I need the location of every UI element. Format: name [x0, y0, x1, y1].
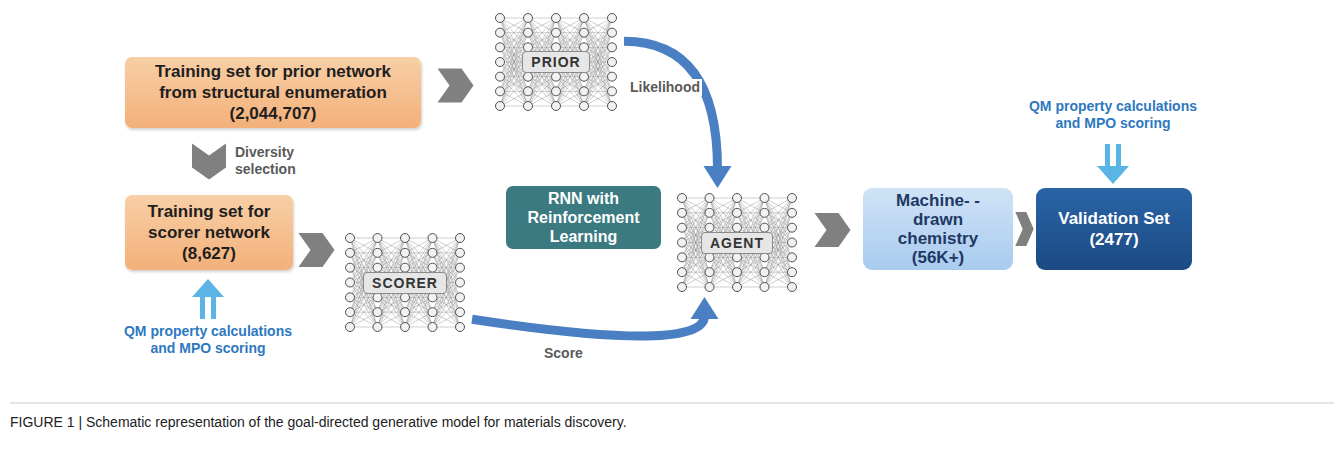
neural-network: PRIOR: [490, 10, 622, 114]
edge-label: Score: [542, 345, 585, 362]
training-set-box: Training set for scorer network(8,627): [125, 195, 293, 270]
curve-line: [624, 41, 718, 169]
chevron-arrow: [1015, 212, 1033, 246]
qm-down-arrow: [1097, 144, 1129, 184]
box-text: (8,627): [182, 243, 236, 264]
chevron-shape: [192, 144, 226, 180]
chevron-arrow: [438, 69, 474, 103]
neural-network: AGENT: [672, 190, 802, 295]
edge-label: Diversity selection: [233, 144, 317, 178]
network-label: AGENT: [701, 232, 773, 254]
chevron-shape: [438, 69, 474, 103]
chevron-shape: [1015, 212, 1033, 246]
chevron-shape: [815, 213, 851, 247]
curved-arrow: [624, 41, 732, 188]
box-text: (56K+): [912, 248, 964, 267]
box-text: Training set for prior network from stru…: [135, 61, 411, 103]
network-label: SCORER: [363, 272, 447, 294]
arrow-head: [704, 166, 732, 188]
chevron-arrow: [299, 233, 335, 267]
arrow-head: [691, 297, 719, 319]
box-text: Training set for scorer network: [135, 201, 283, 243]
box-text: RNN with Reinforcement Learning: [514, 189, 653, 246]
box-text: Machine- -drawn chemistry: [879, 191, 997, 248]
edge-label: Likelihood: [628, 79, 702, 96]
output-box: Machine- -drawn chemistry(56K+): [863, 188, 1013, 270]
network-label: PRIOR: [522, 51, 589, 73]
curve-line: [472, 316, 705, 336]
qm-note: QM property calculations and MPO scoring: [113, 323, 303, 357]
chevron-arrow: [192, 144, 226, 180]
training-set-box: Training set for prior network from stru…: [125, 57, 421, 128]
chevron-shape: [299, 233, 335, 267]
neural-network: SCORER: [340, 230, 470, 335]
validation-box: Validation Set(2477): [1036, 188, 1192, 270]
qm-note: QM property calculations and MPO scoring: [1018, 98, 1208, 132]
caption-rule: [10, 403, 1334, 404]
chevron-arrow: [815, 213, 851, 247]
curved-arrow: [472, 297, 719, 336]
box-text: (2,044,707): [230, 103, 317, 124]
box-text: (2477): [1089, 229, 1138, 250]
box-text: Validation Set: [1058, 208, 1169, 229]
method-box: RNN with Reinforcement Learning: [506, 186, 661, 249]
figure-caption: FIGURE 1 | Schematic representation of t…: [10, 414, 627, 431]
qm-up-arrow: [192, 279, 224, 319]
